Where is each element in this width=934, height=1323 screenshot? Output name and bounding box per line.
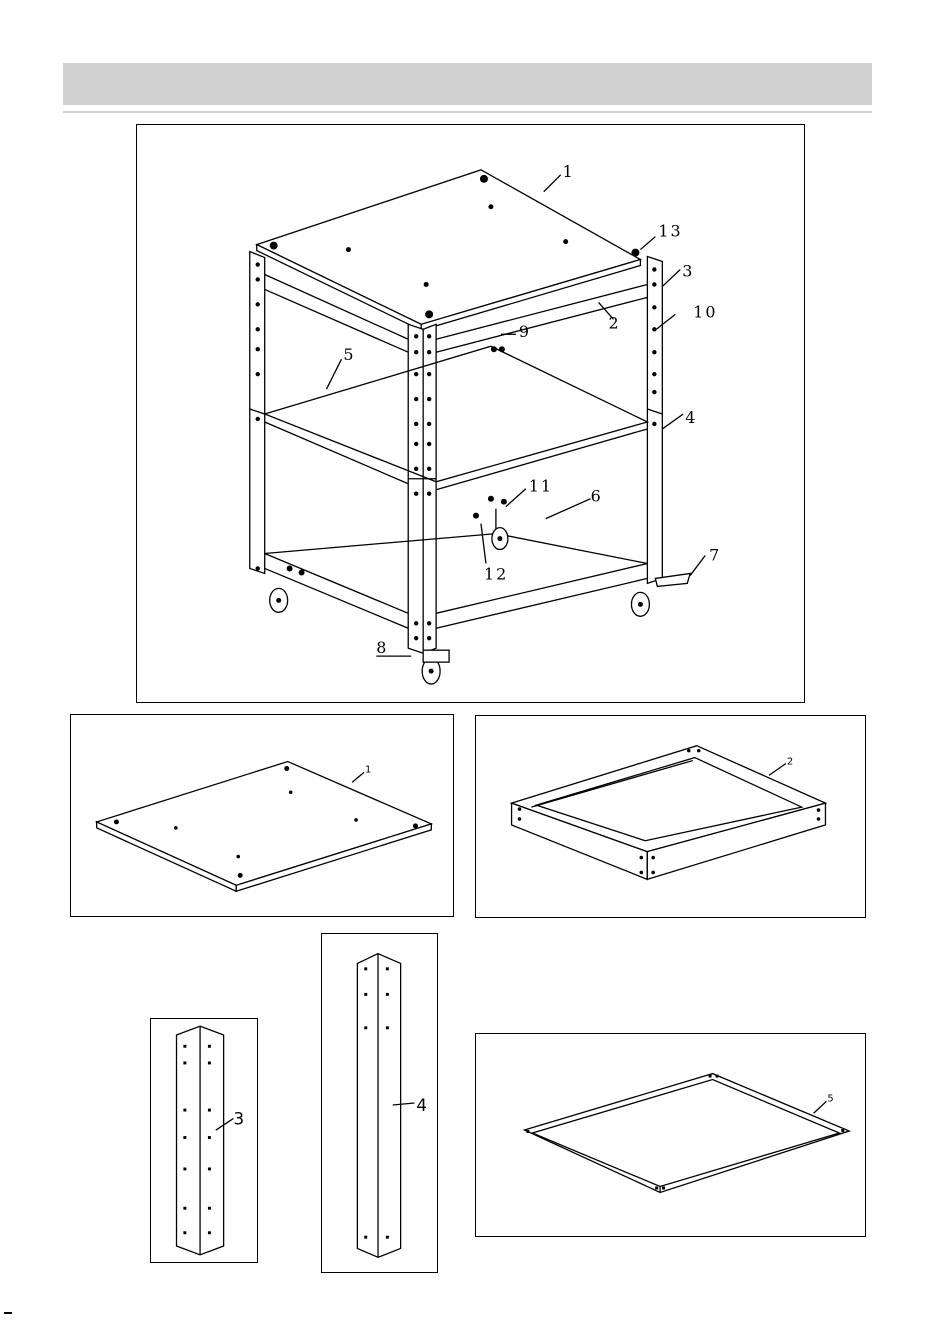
callout-8: 8 [376, 638, 388, 657]
part-upper-frame: 2 [475, 715, 866, 918]
callout-4: 4 [685, 408, 697, 427]
top-panel-part [97, 762, 432, 886]
post-front [408, 324, 436, 653]
post-left [250, 252, 265, 574]
callout-5: 5 [343, 345, 355, 364]
callout-1: 1 [563, 162, 575, 181]
part-top-panel: 1 [70, 714, 454, 917]
callout-2: 2 [609, 313, 621, 332]
middle-shelf [265, 346, 648, 482]
callout-11: 11 [529, 477, 553, 496]
page-mark [4, 1312, 12, 1314]
header-rule [63, 111, 872, 113]
part-shelf-frame: 5 [475, 1033, 866, 1237]
part-label-3: 3 [233, 1109, 244, 1128]
part-long-post: 4 [321, 933, 438, 1273]
part-short-post: 3 [150, 1018, 258, 1263]
callout-3: 3 [682, 261, 694, 280]
part-label-5: 5 [827, 1093, 833, 1104]
part-label-2: 2 [787, 757, 793, 768]
shelf-frame-part [524, 1074, 849, 1193]
callout-9: 9 [519, 322, 531, 341]
callout-7: 7 [709, 545, 721, 564]
caster-wheels [270, 528, 691, 684]
callout-13: 13 [658, 222, 682, 241]
part-label-1: 1 [365, 764, 371, 775]
callout-10: 10 [693, 302, 717, 321]
assembly-diagram-panel: 1 2 3 4 5 6 7 8 9 10 11 12 13 [136, 124, 805, 703]
section-header-bar [63, 63, 872, 105]
callout-6: 6 [591, 487, 603, 506]
assembly-diagram: 1 2 3 4 5 6 7 8 9 10 11 12 13 [137, 125, 804, 702]
part-label-4: 4 [416, 1095, 427, 1115]
callout-12: 12 [484, 564, 508, 583]
